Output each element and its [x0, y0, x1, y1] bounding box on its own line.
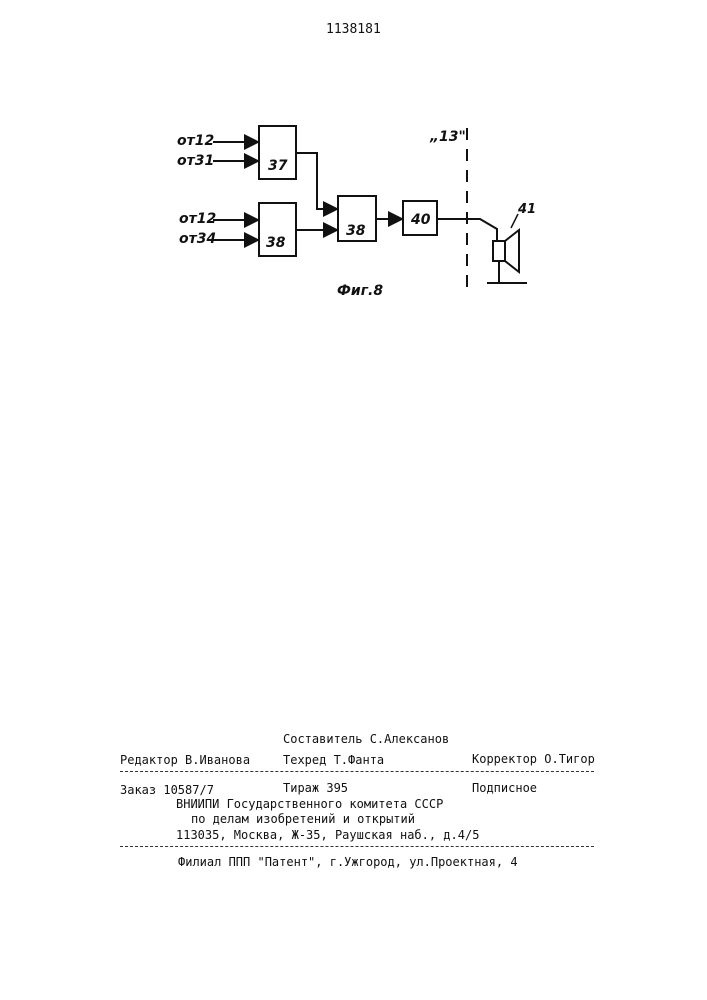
subscription: Подписное: [472, 781, 537, 795]
input-label-4: от34: [179, 232, 216, 246]
block-37-label: 37: [268, 159, 287, 173]
order: Заказ 10587/7: [120, 783, 214, 797]
block-38-center-label: 38: [346, 224, 365, 238]
divider-2: [120, 846, 594, 847]
figure-caption: Фиг.8: [337, 284, 383, 298]
circulation: Тираж 395: [283, 781, 348, 795]
branch-address: Филиал ППП "Патент", г.Ужгород, ул.Проек…: [178, 855, 518, 869]
editor: Редактор В.Иванова: [120, 753, 250, 767]
boundary-label: „13": [430, 130, 466, 144]
org-line-3: 113035, Москва, Ж-35, Раушская наб., д.4…: [176, 828, 479, 842]
input-label-2: от31: [177, 154, 214, 168]
composer: Составитель С.Алексанов: [283, 732, 449, 746]
block-diagram: [0, 0, 707, 320]
techred: Техред Т.Фанта: [283, 753, 384, 767]
org-line-2: по делам изобретений и открытий: [191, 812, 415, 826]
speaker-icon: [487, 214, 527, 283]
corrector: Корректор О.Тигор: [472, 752, 595, 766]
block-38-left-label: 38: [266, 236, 285, 250]
speaker-label: 41: [518, 203, 536, 217]
block-40-label: 40: [411, 213, 430, 227]
input-label-3: от12: [179, 212, 216, 226]
wire-37-to-38: [296, 153, 337, 209]
input-label-1: от12: [177, 134, 214, 148]
org-line-1: ВНИИПИ Государственного комитета СССР: [176, 797, 443, 811]
divider-1: [120, 771, 594, 772]
